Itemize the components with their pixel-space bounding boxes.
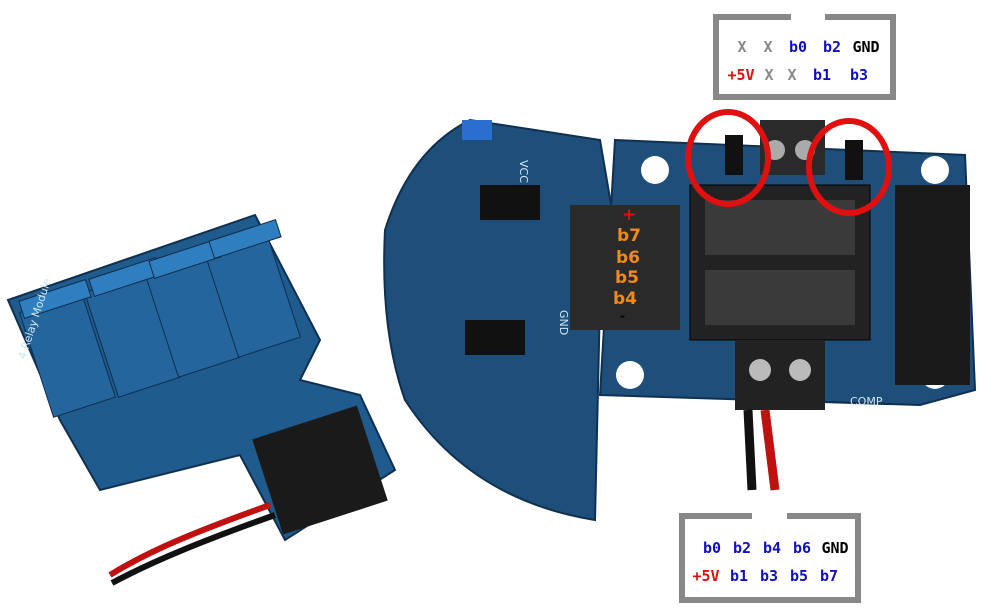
comp-silk: COMP — [850, 395, 883, 408]
red-wire — [108, 502, 272, 578]
black-wire — [110, 512, 277, 586]
relay-blocks — [18, 231, 302, 418]
gnd-silk: GND — [557, 310, 570, 335]
relay-board: 4 Relay Module — [6, 213, 397, 586]
header-pin-b4: b4 — [613, 289, 637, 309]
side-connector — [895, 185, 970, 385]
interface-board: COMP VCC GND — [383, 109, 977, 522]
header-connector — [570, 205, 680, 330]
highlight-circle-left — [685, 109, 771, 207]
vcc-silk: VCC — [517, 160, 530, 183]
header-pin-b5: b5 — [615, 268, 639, 288]
header-plus-label: + — [622, 205, 637, 225]
highlight-circle-right — [806, 118, 892, 216]
left-connector — [252, 405, 388, 535]
header-pin-b7: b7 — [617, 226, 641, 246]
header-minus-label: - — [620, 309, 625, 323]
header-pin-b6: b6 — [616, 248, 640, 268]
